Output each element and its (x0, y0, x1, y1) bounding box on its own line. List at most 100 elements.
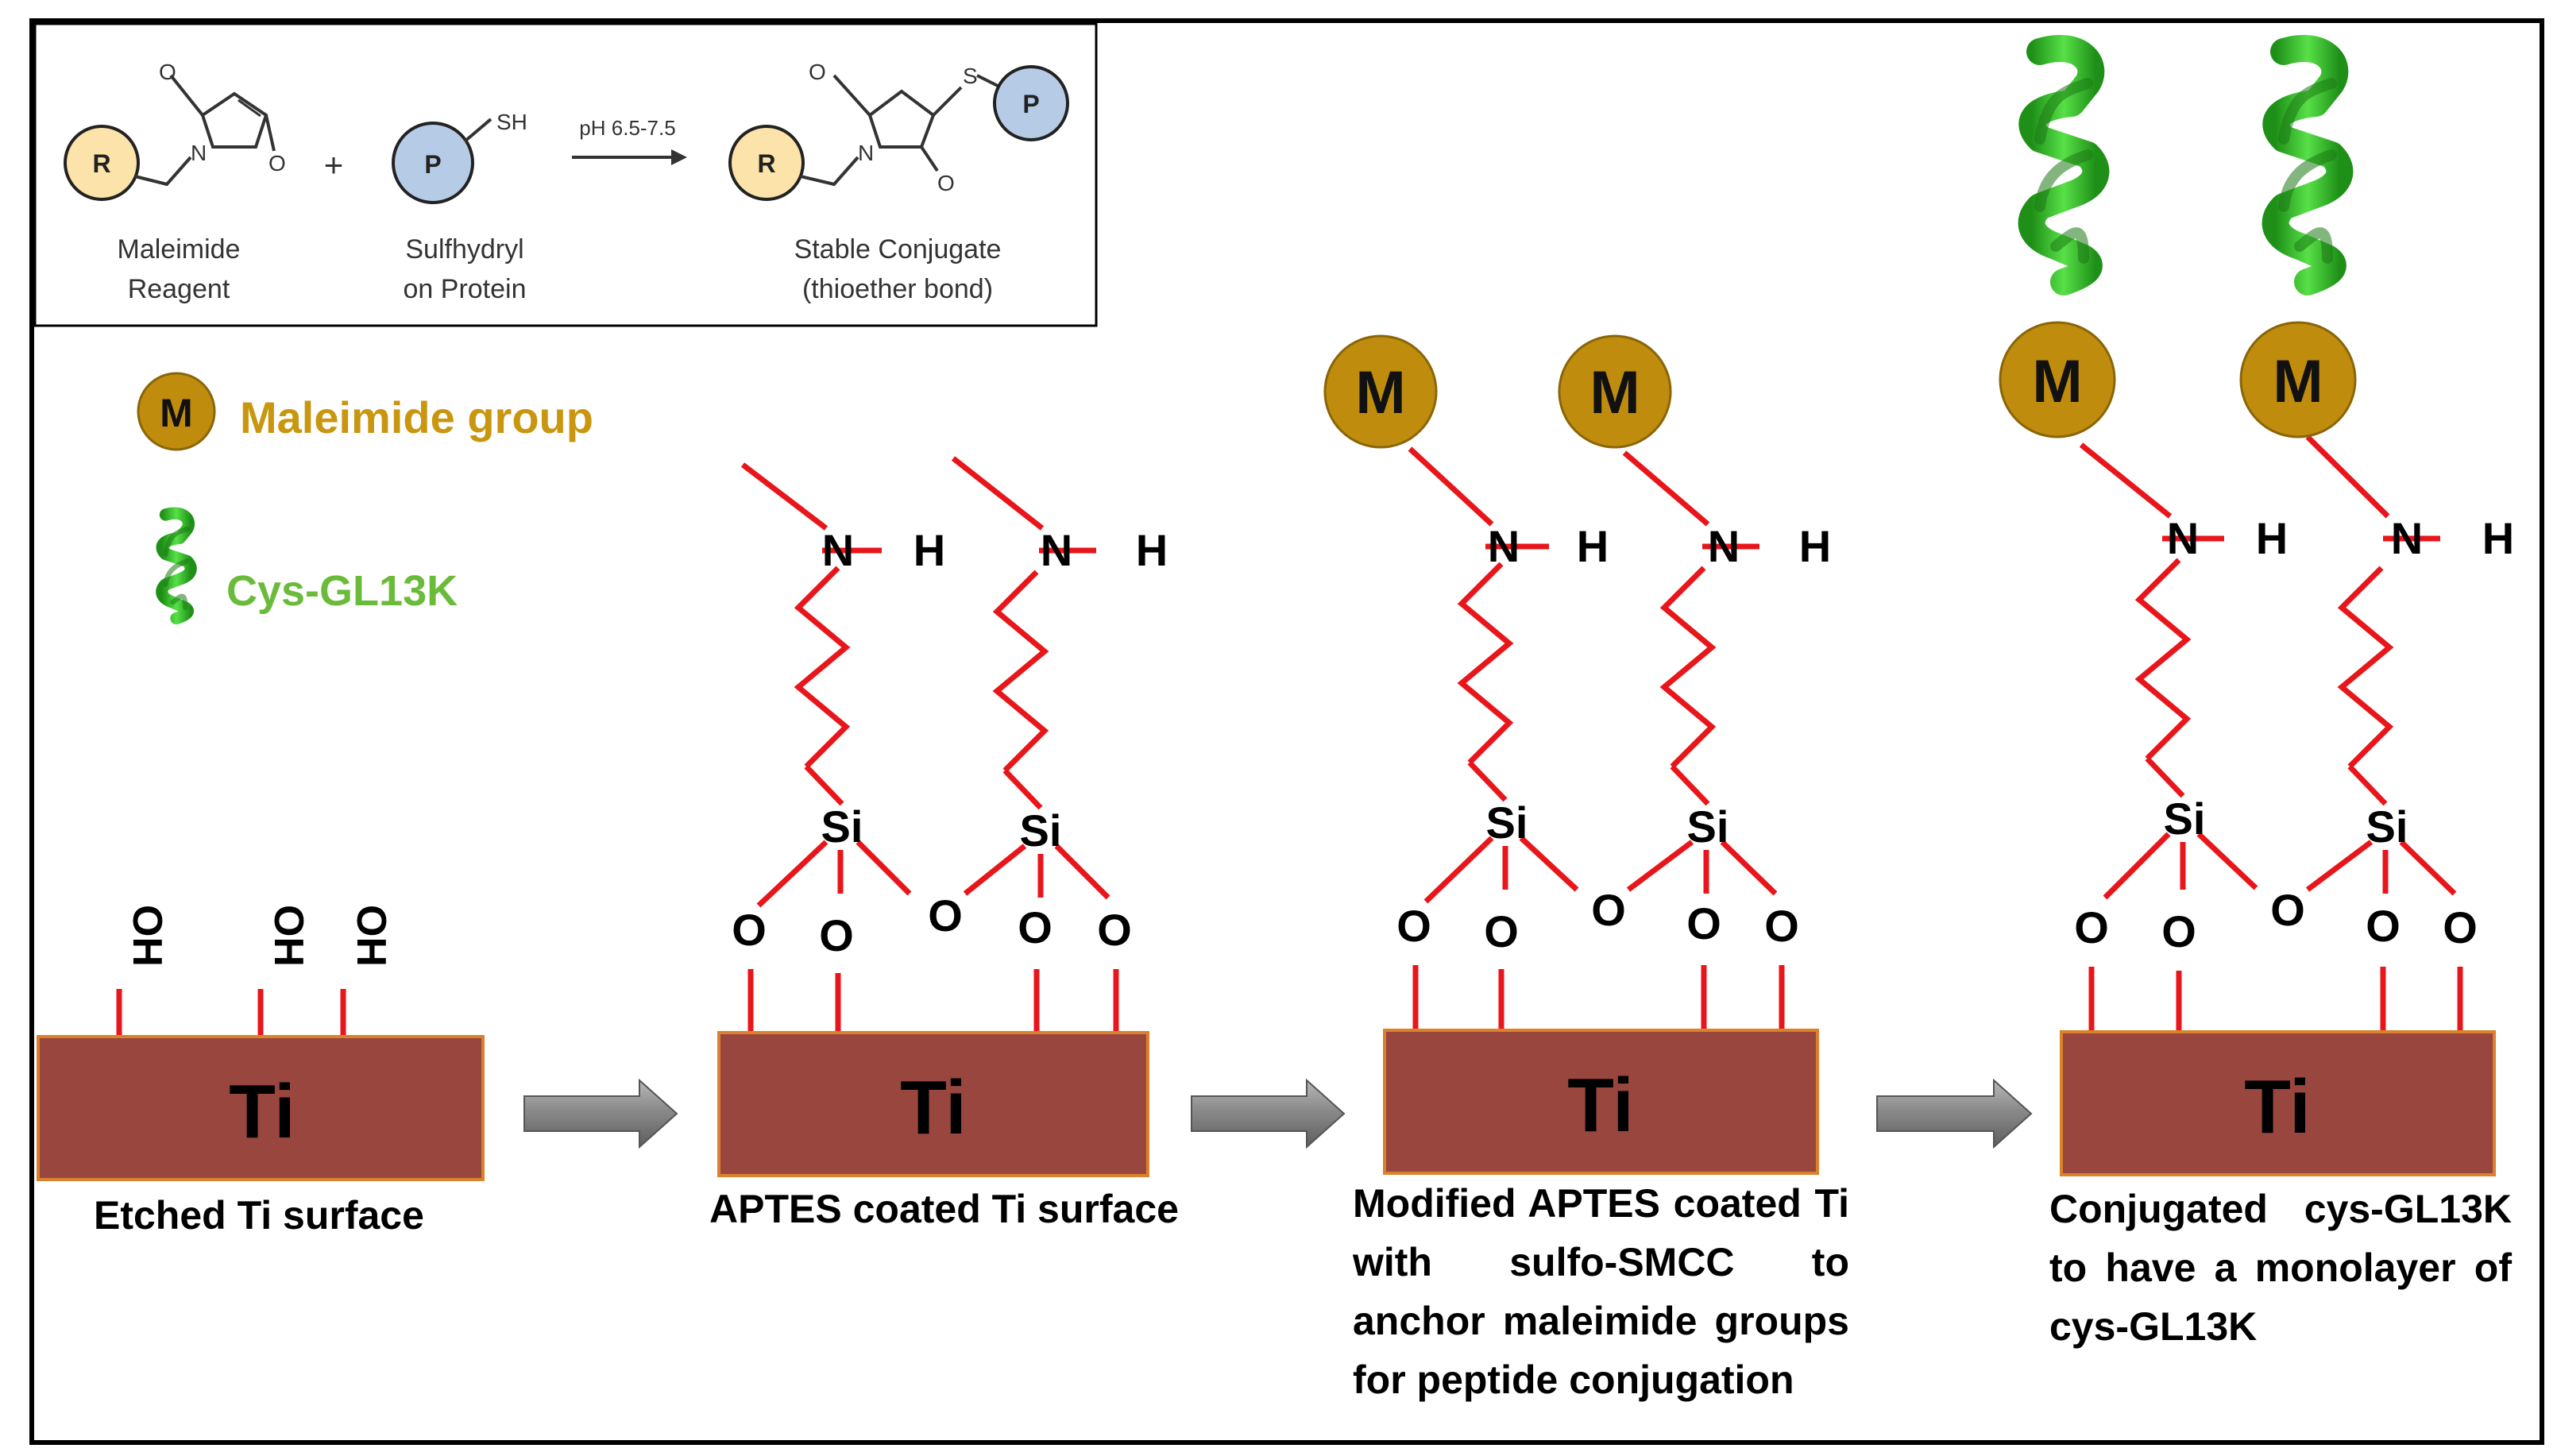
oxygen-2b: O (819, 910, 854, 960)
hydrogen-3a: H (1577, 521, 1609, 571)
stage-3-maleimide-ti: M M N H N H Si Si O O O O O Ti (1323, 334, 1831, 1175)
maleimide-circle-3b (1558, 334, 1672, 449)
carbonyl-o-2: O (268, 151, 286, 176)
product-r-label: R (757, 149, 775, 178)
maleimide-label-3a: M (1355, 359, 1405, 427)
arrow-stage-1-to-2 (523, 1078, 678, 1149)
maleimide-circle-3a (1323, 334, 1438, 449)
ti-block-2 (717, 1031, 1149, 1177)
protein-p-circle (392, 122, 474, 204)
nitrogen-4a: N (2167, 513, 2199, 563)
nitrogen-4b: N (2391, 513, 2423, 563)
caption-stage-2: APTES coated Ti surface (709, 1187, 1179, 1231)
stage-2-aptes-ti: N H N H Si Si O O O O O Ti (717, 456, 1168, 1177)
thiol-sh-label: SH (496, 110, 527, 134)
silicon-3a: Si (1486, 798, 1528, 848)
oxygen-4e: O (2443, 902, 2478, 952)
caption-stage-1: Etched Ti surface (94, 1193, 424, 1238)
arrow-stage-2-to-3 (1191, 1078, 1346, 1149)
product-caption-line1: Stable Conjugate (794, 234, 1002, 265)
process-arrows (523, 1078, 2033, 1149)
product-sulfur-s: S (963, 64, 978, 88)
ti-label-4: Ti (2244, 1064, 2311, 1149)
maleimide-label-4a: M (2032, 348, 2082, 415)
ti-block-3 (1383, 1029, 1819, 1175)
legend-peptide-label: Cys-GL13K (226, 567, 458, 615)
oxygen-3d: O (1686, 898, 1721, 948)
hydrogen-2b: H (1136, 525, 1168, 575)
product-ring-n: N (858, 141, 874, 165)
reagent-r-label: R (92, 149, 110, 178)
oxygen-2c: O (928, 890, 963, 940)
product-p-circle (993, 65, 1069, 141)
silicon-2b: Si (1020, 805, 1062, 855)
oxygen-4a: O (2074, 902, 2109, 952)
ti-block-4 (2060, 1030, 2496, 1176)
oxygen-3b: O (1484, 906, 1519, 956)
reaction-condition: pH 6.5-7.5 (579, 116, 675, 140)
stable-conjugate-structure: R O O N S P (728, 60, 1069, 201)
oxygen-2e: O (1097, 905, 1132, 955)
sulfhydryl-caption-line2: on Protein (404, 274, 527, 304)
nitrogen-2a: N (822, 525, 854, 575)
maleimide-reagent-structure: R O O N (64, 60, 286, 201)
ti-label-2: Ti (900, 1065, 967, 1150)
silicon-2a: Si (821, 801, 863, 852)
ti-label-1: Ti (229, 1069, 295, 1154)
caption-stage-3: Modified APTES coated Ti with sulfo-SMCC… (1353, 1181, 1849, 1402)
silicon-3b: Si (1687, 801, 1729, 852)
stage-1-etched-ti: OH OH OH Ti (37, 905, 485, 1181)
hydroxyl-label-2: OH (265, 905, 311, 967)
hydrogen-4b: H (2482, 513, 2514, 563)
peptide-helix-4a (2032, 48, 2096, 282)
oxygen-4c: O (2270, 885, 2305, 935)
maleimide-circle-4a (1999, 321, 2116, 438)
caption-stage-4: Conjugated cys-GL13K to have a monolayer… (2049, 1187, 2512, 1349)
silicon-4a: Si (2164, 794, 2206, 844)
protein-p-label-2: P (1022, 90, 1039, 118)
product-r-circle (728, 125, 805, 201)
peptide-helix-4b (2276, 48, 2340, 282)
maleimide-caption-line1: Maleimide (118, 234, 241, 265)
reaction-scheme-box (33, 22, 1098, 327)
plus-sign: + (324, 146, 344, 183)
maleimide-circle-4b (2239, 321, 2357, 438)
ring-n-1: N (191, 141, 207, 165)
legend: M Maleimide group Cys-GL13K (137, 372, 593, 619)
product-caption-line2: (thioether bond) (802, 274, 993, 304)
oxygen-4d: O (2366, 901, 2401, 951)
ti-label-3: Ti (1567, 1063, 1634, 1148)
hydrogen-3b: H (1799, 521, 1831, 571)
maleimide-label-4b: M (2273, 348, 2323, 415)
hydrogen-4a: H (2256, 513, 2288, 563)
oxygen-3e: O (1764, 901, 1799, 951)
ti-block-1 (37, 1035, 485, 1181)
oxygen-3a: O (1396, 901, 1431, 951)
protein-p-label-1: P (424, 150, 441, 179)
oxygen-4b: O (2161, 906, 2196, 956)
hydroxyl-label-3: OH (348, 905, 394, 967)
carbonyl-o-1: O (159, 60, 176, 84)
legend-maleimide-circle (137, 372, 216, 451)
nitrogen-3a: N (1488, 521, 1520, 571)
figure-frame (29, 18, 2544, 1445)
sulfhydryl-protein-structure: P SH (392, 110, 527, 204)
maleimide-caption-line2: Reagent (128, 274, 230, 304)
reagent-r-circle (64, 125, 140, 201)
oxygen-2a: O (732, 905, 767, 955)
product-carbonyl-o-2: O (937, 171, 955, 195)
sulfhydryl-caption-line1: Sulfhydryl (405, 234, 523, 265)
legend-maleimide-symbol: M (160, 391, 193, 435)
hydrogen-2a: H (913, 525, 945, 575)
reaction-scheme-panel: R O O N + P SH pH 6.5-7.5 R (33, 22, 1098, 327)
nitrogen-3b: N (1708, 521, 1740, 571)
legend-maleimide-label: Maleimide group (240, 392, 593, 442)
silicon-4b: Si (2366, 801, 2408, 852)
maleimide-label-3b: M (1589, 359, 1640, 427)
legend-peptide-helix-icon (162, 513, 191, 618)
oxygen-2d: O (1018, 902, 1053, 952)
nitrogen-2b: N (1041, 525, 1072, 575)
hydroxyl-label-1: OH (124, 905, 170, 967)
stage-4-peptide-ti: M M N H N H Si Si O O O O O Ti (1999, 48, 2514, 1176)
